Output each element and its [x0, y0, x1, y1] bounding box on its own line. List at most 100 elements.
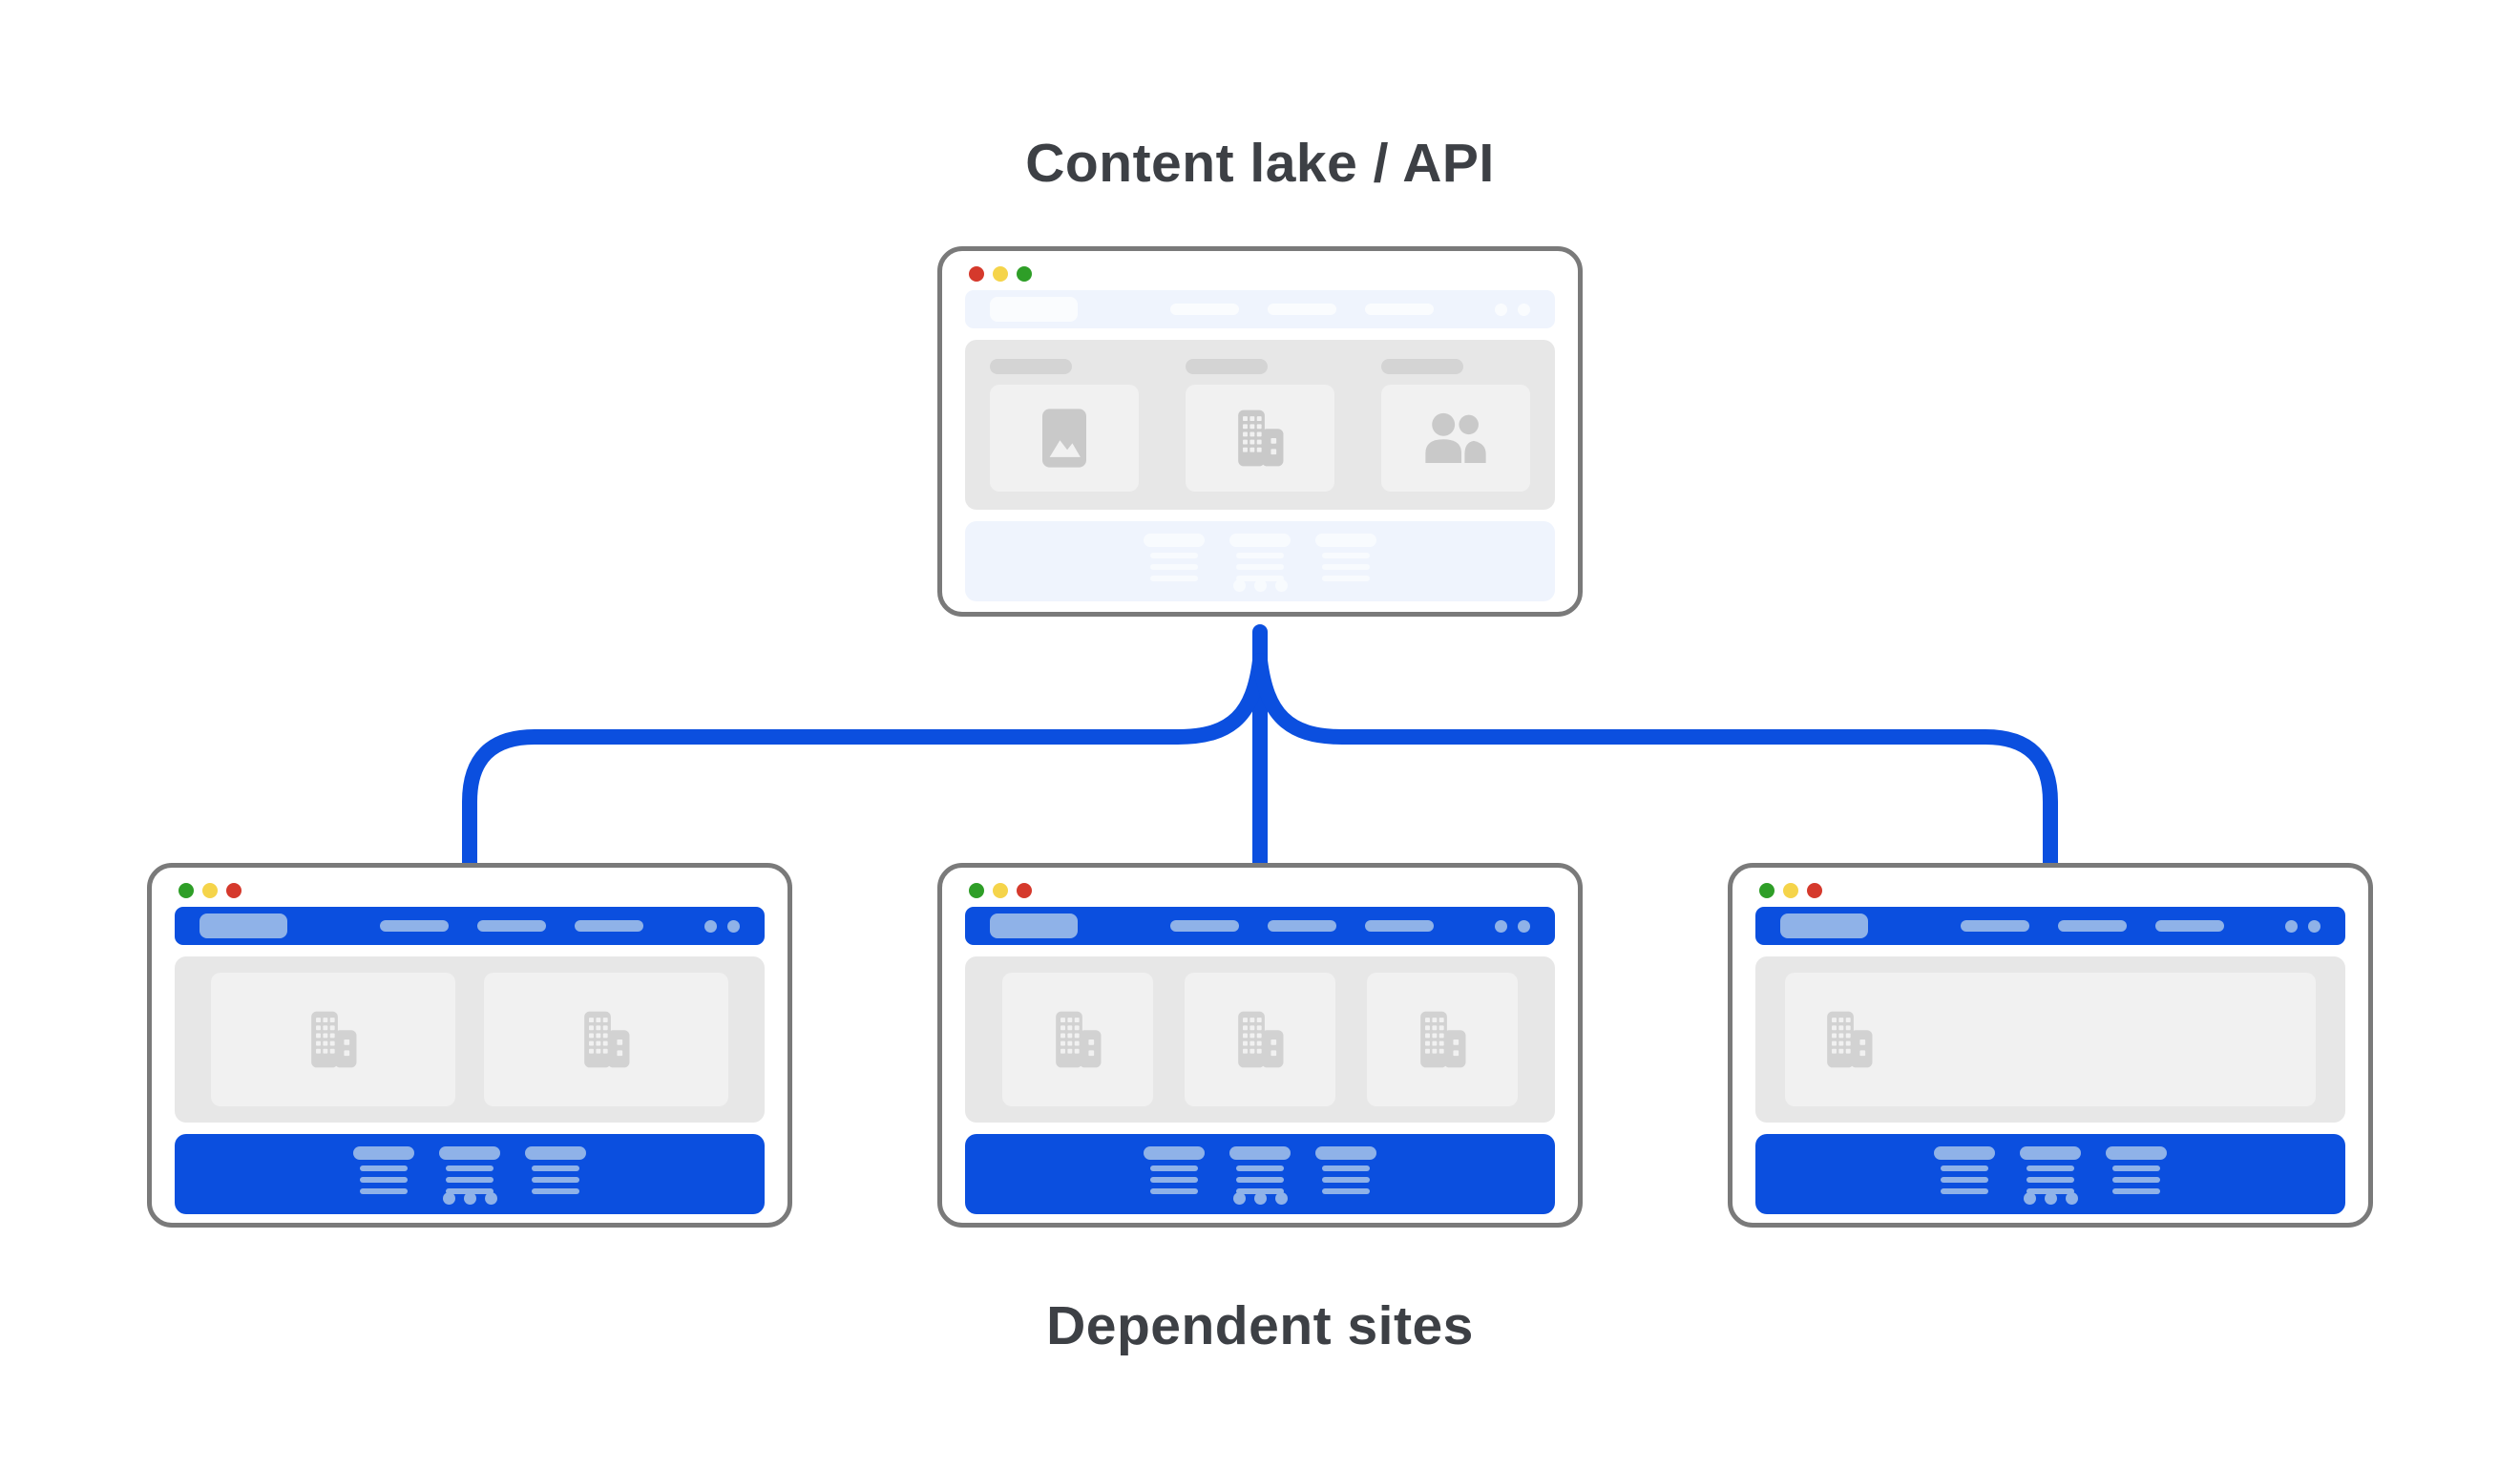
page-footer — [1755, 1134, 2345, 1214]
footer-heading-pill — [2106, 1146, 2167, 1160]
card-group — [990, 358, 1139, 492]
logo-pill — [1780, 914, 1868, 938]
footer-column — [1315, 1146, 1376, 1214]
footer-column — [1229, 1146, 1291, 1214]
footer-dot — [1253, 579, 1267, 592]
nav-action-dots — [2285, 919, 2320, 933]
nav-link-dash — [1267, 920, 1336, 932]
footer-dot — [1274, 579, 1288, 592]
traffic-light-yellow — [993, 266, 1008, 282]
nav-link-dash — [1169, 304, 1239, 315]
footer-column — [439, 1146, 500, 1214]
footer-text-line — [446, 1177, 494, 1183]
footer-text-line — [1322, 553, 1370, 558]
footer-text-line — [1322, 1188, 1370, 1194]
footer-text-line — [1236, 1166, 1284, 1171]
nav-action-dot — [2308, 919, 2320, 933]
nav-links — [1169, 304, 1434, 315]
nav-action-dots — [704, 919, 740, 933]
footer-text-line — [360, 1166, 408, 1171]
traffic-light-green — [1017, 266, 1032, 282]
traffic-light-red — [1017, 883, 1032, 898]
footer-dot — [442, 1192, 455, 1205]
traffic-lights — [1759, 883, 2345, 898]
footer-column — [2106, 1146, 2167, 1214]
footer-dot — [484, 1192, 497, 1205]
nav-link-dash — [2057, 920, 2127, 932]
traffic-lights — [969, 883, 1555, 898]
diagram-subtitle: Dependent sites — [1046, 1295, 1474, 1356]
card-label-pill — [1381, 358, 1463, 374]
footer-text-line — [1150, 553, 1198, 558]
content-panel — [965, 340, 1555, 510]
footer-text-line — [1941, 1177, 1988, 1183]
content-card — [1002, 973, 1153, 1106]
nav-action-dot — [2285, 919, 2298, 933]
traffic-light-red — [1807, 883, 1822, 898]
nav-action-dot — [1495, 303, 1507, 316]
content-panel — [1755, 956, 2345, 1123]
nav-link-dash — [1364, 920, 1434, 932]
footer-text-line — [532, 1177, 579, 1183]
traffic-light-yellow — [1783, 883, 1798, 898]
footer-dot — [463, 1192, 476, 1205]
people-icon — [1425, 412, 1486, 463]
page-footer — [175, 1134, 765, 1214]
footer-heading-pill — [1144, 1146, 1205, 1160]
nav-links — [1169, 920, 1434, 932]
footer-text-line — [360, 1188, 408, 1194]
footer-heading-pill — [1315, 534, 1376, 547]
nav-links — [379, 920, 643, 932]
footer-text-line — [1236, 576, 1284, 581]
nav-link-dash — [1364, 304, 1434, 315]
footer-heading-pill — [1315, 1146, 1376, 1160]
nav-link-dash — [1267, 304, 1336, 315]
traffic-light-green — [1759, 883, 1774, 898]
footer-text-line — [532, 1188, 579, 1194]
nav-bar — [965, 290, 1555, 328]
footer-column — [1934, 1146, 1995, 1214]
footer-text-line — [1150, 564, 1198, 570]
card-icon — [304, 1009, 363, 1070]
footer-columns — [1144, 534, 1376, 601]
footer-text-line — [1322, 1166, 1370, 1171]
footer-dot — [2065, 1192, 2078, 1205]
nav-action-dot — [1495, 919, 1507, 933]
footer-columns — [1144, 1146, 1376, 1214]
footer-text-line — [1322, 564, 1370, 570]
nav-link-dash — [379, 920, 449, 932]
card-icon — [1042, 408, 1086, 469]
footer-text-line — [1322, 1177, 1370, 1183]
traffic-light-yellow — [202, 883, 218, 898]
footer-text-line — [1150, 1177, 1198, 1183]
logo-pill — [990, 297, 1078, 322]
footer-heading-pill — [439, 1146, 500, 1160]
building-icon — [584, 1011, 630, 1068]
card-group — [1381, 358, 1530, 492]
footer-column — [353, 1146, 414, 1214]
footer-text-line — [1236, 1188, 1284, 1194]
footer-dot — [1232, 579, 1246, 592]
content-card — [1785, 973, 2316, 1106]
nav-link-dash — [2154, 920, 2224, 932]
nav-link-dash — [574, 920, 643, 932]
footer-pagination-dots — [1755, 1192, 2345, 1205]
footer-text-line — [532, 1166, 579, 1171]
nav-bar — [1755, 907, 2345, 945]
footer-text-line — [446, 1188, 494, 1194]
card-icon — [1230, 1009, 1290, 1070]
footer-heading-pill — [1229, 534, 1291, 547]
building-icon — [311, 1011, 357, 1068]
footer-dot — [1274, 1192, 1288, 1205]
footer-text-line — [1236, 564, 1284, 570]
card-label-pill — [1186, 358, 1268, 374]
content-card — [484, 973, 728, 1106]
traffic-light-green — [178, 883, 194, 898]
footer-heading-pill — [1934, 1146, 1995, 1160]
footer-text-line — [1150, 1166, 1198, 1171]
footer-heading-pill — [1144, 534, 1205, 547]
footer-column — [1144, 534, 1205, 601]
building-icon — [1238, 1011, 1284, 1068]
window-dependent-site-1 — [147, 863, 792, 1228]
